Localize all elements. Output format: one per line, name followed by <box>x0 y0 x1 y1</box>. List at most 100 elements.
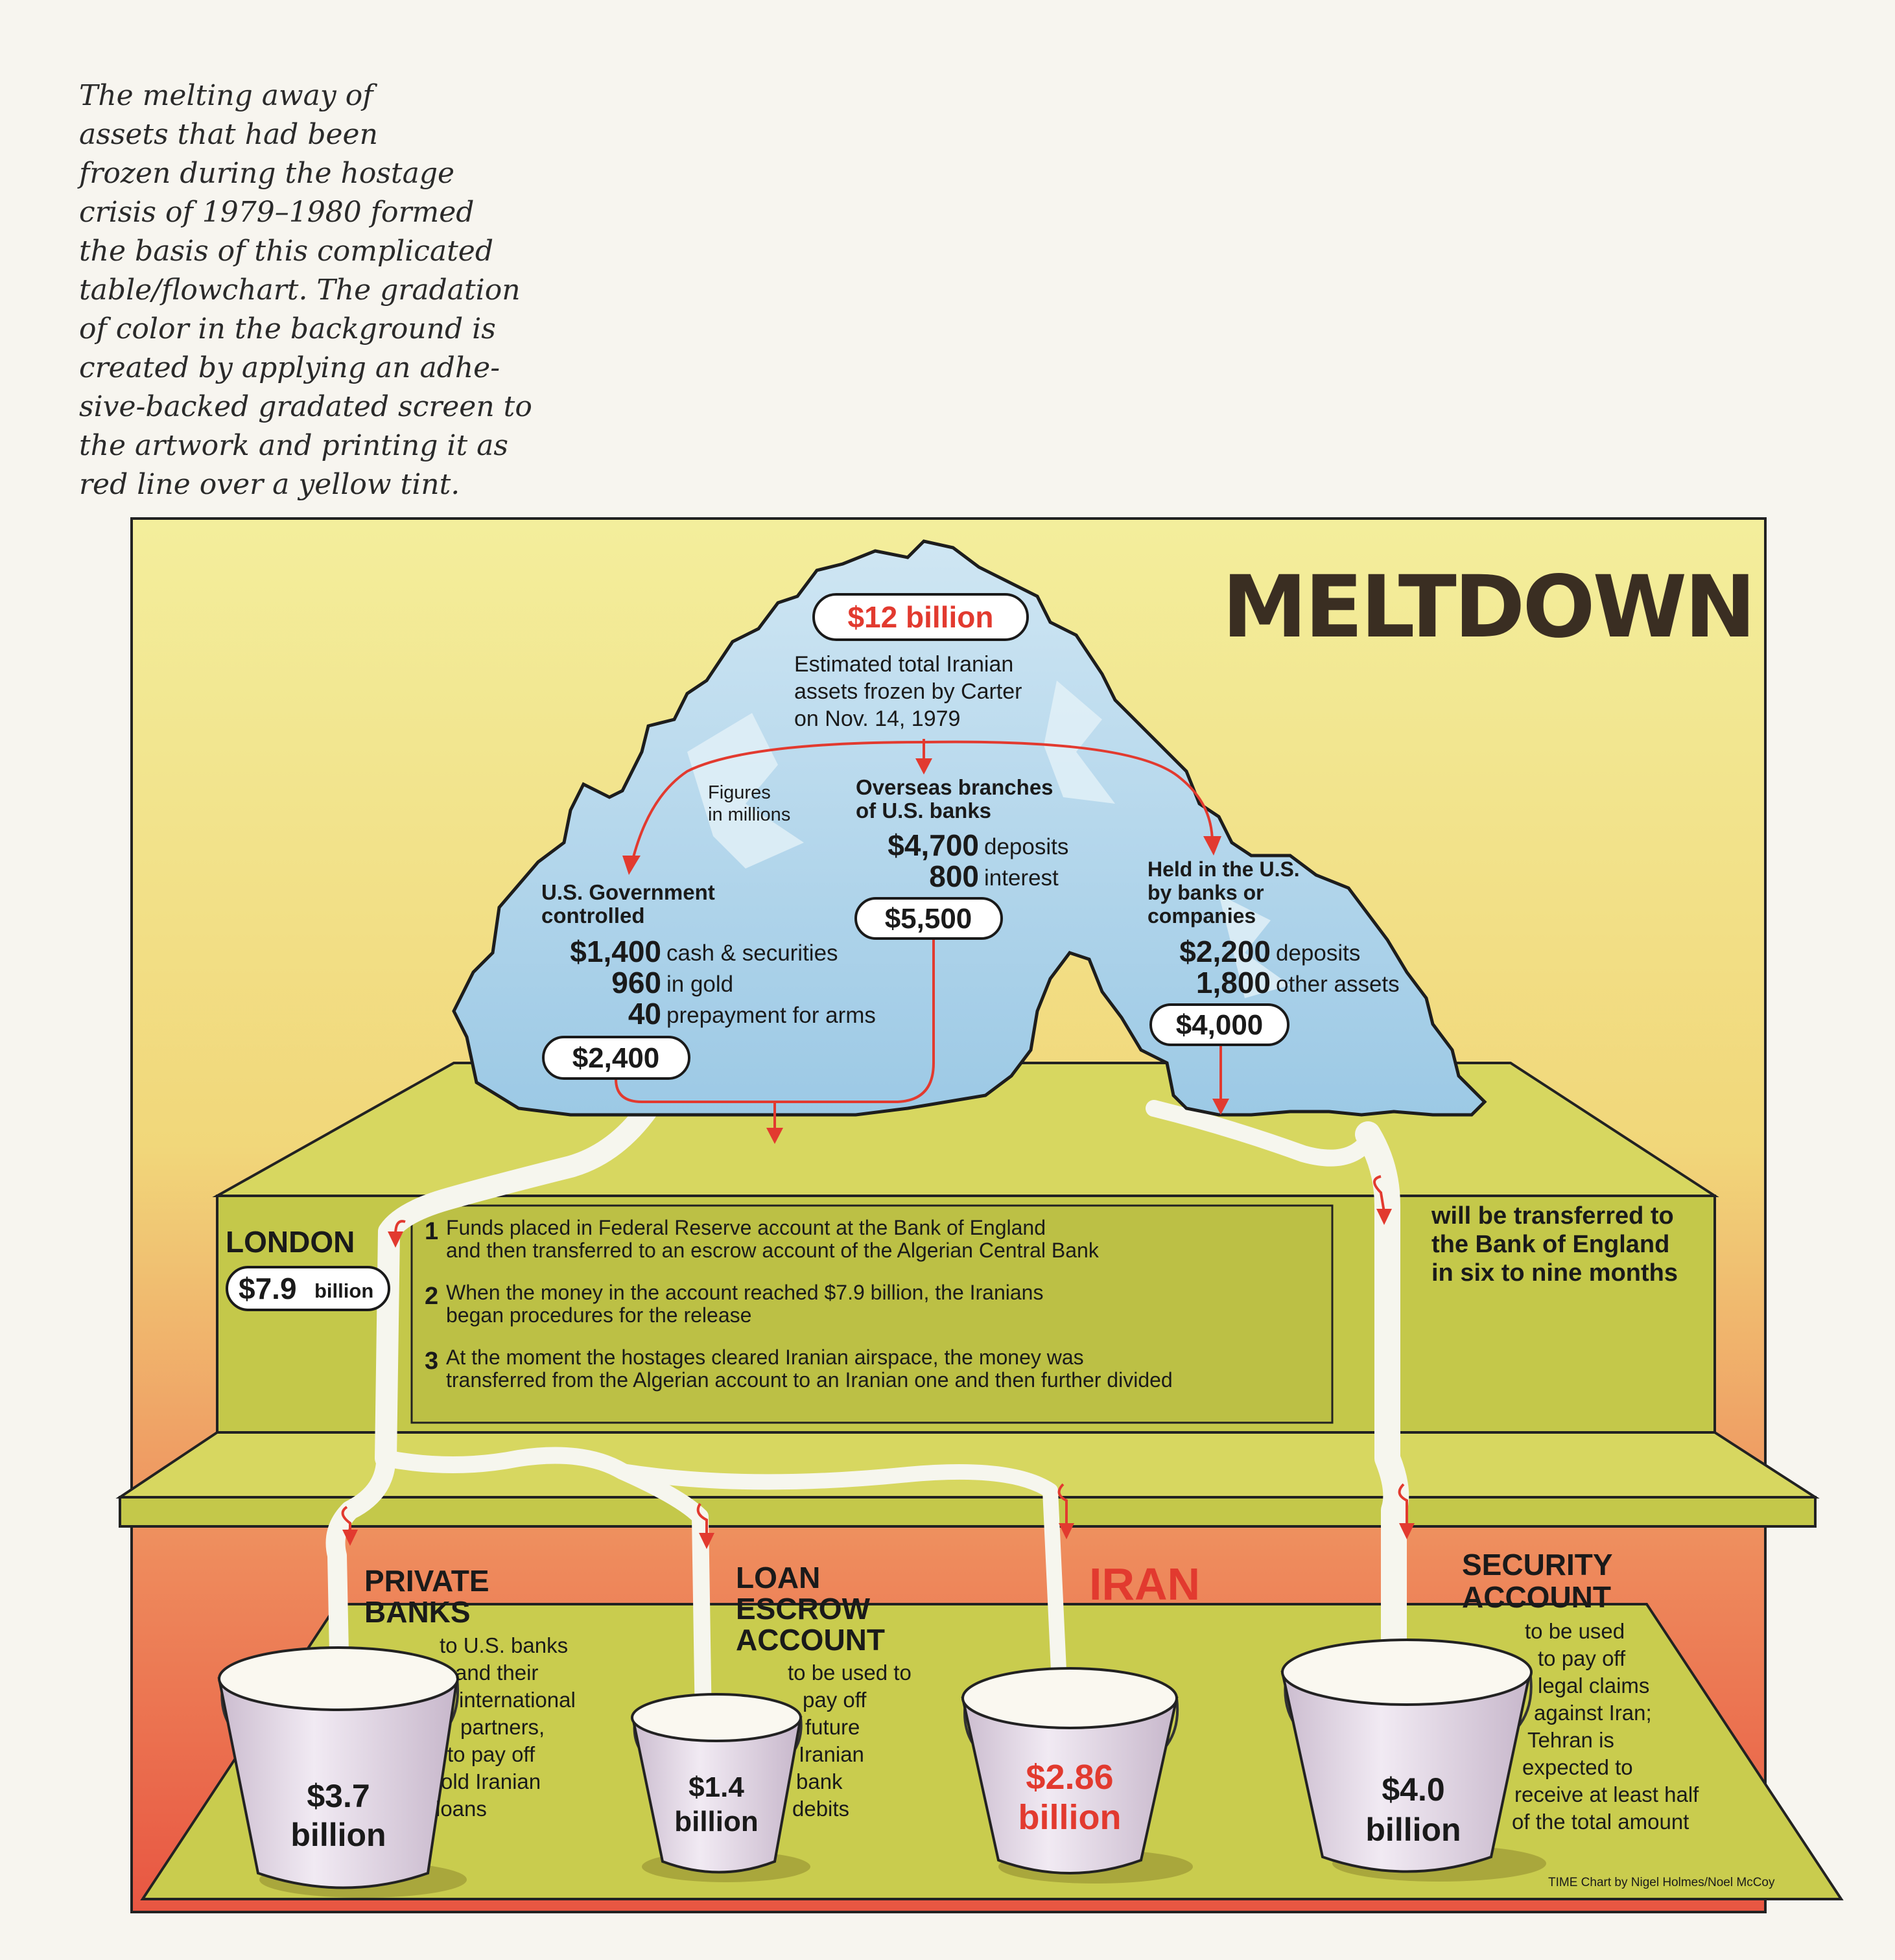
london-steps: 1 Funds placed in Federal Reserve accoun… <box>425 1216 1173 1392</box>
transfer-note-line: in six to nine months <box>1431 1259 1678 1287</box>
total-desc-line: Estimated total Iranian <box>794 652 1013 677</box>
chart-credit: TIME Chart by Nigel Holmes/Noel McCoy <box>1548 1876 1775 1889</box>
held-in-us-group: Held in the U.S. by banks or companies $… <box>1148 858 1400 999</box>
bucket-amount: $2.86 <box>1026 1758 1113 1797</box>
bucket-desc: old Iranian <box>441 1769 541 1793</box>
overseas-total-badge <box>854 897 1003 940</box>
chart-title: MELTDOWN <box>1222 557 1754 657</box>
bucket-desc: to U.S. banks <box>440 1633 568 1657</box>
units-note-line: in millions <box>708 804 790 825</box>
caption-line: assets that had been <box>79 118 378 151</box>
iceberg <box>452 539 1487 1117</box>
bucket-rim <box>631 1693 802 1742</box>
bucket-amount-unit: billion <box>1018 1798 1122 1837</box>
bucket-security-account: SECURITY ACCOUNT to be used to pay off l… <box>1280 1548 1699 1882</box>
caption-line: the basis of this complicated <box>79 235 494 268</box>
caption-line: sive-backed gradated screen to <box>79 390 532 423</box>
bucket-desc: to pay off <box>1538 1646 1626 1670</box>
step-line: transferred from the Algerian account to… <box>446 1368 1173 1392</box>
row-value: 960 <box>611 966 661 999</box>
bucket-desc: expected to <box>1522 1755 1633 1779</box>
row-value: $4,700 <box>888 828 979 862</box>
melt-water <box>325 1097 1409 1732</box>
bucket-body <box>1280 1671 1532 1873</box>
group-heading: by banks or <box>1148 881 1264 904</box>
iran-label: IRAN <box>1089 1559 1200 1609</box>
bucket-amount: $3.7 <box>307 1778 370 1814</box>
bucket-desc: to be used <box>1525 1619 1625 1643</box>
row-label: interest <box>984 865 1059 891</box>
units-note-line: Figures <box>708 782 771 803</box>
group-heading: controlled <box>541 904 645 928</box>
bucket-loan-escrow: LOAN ESCROW ACCOUNT to be used to pay of… <box>631 1561 912 1882</box>
total-desc-line: assets frozen by Carter <box>794 679 1022 704</box>
bucket-desc: and their <box>455 1661 538 1685</box>
row-value: $1,400 <box>570 935 661 968</box>
overseas-branches-group: Overseas branches of U.S. banks $4,700 d… <box>856 775 1068 893</box>
transfer-note-line: the Bank of England <box>1431 1231 1669 1258</box>
bucket-rim <box>218 1646 459 1711</box>
bucket-heading: SECURITY <box>1462 1548 1613 1581</box>
group-heading: Overseas branches <box>856 775 1053 799</box>
step-line: When the money in the account reached $7… <box>446 1281 1043 1304</box>
bucket-desc: to pay off <box>447 1742 536 1766</box>
arrow-heads <box>342 758 1415 1549</box>
bucket-body <box>961 1697 1179 1874</box>
group-heading: U.S. Government <box>541 880 715 904</box>
bucket-amount: $1.4 <box>689 1771 744 1803</box>
row-value: 800 <box>929 859 979 893</box>
row-value: $2,200 <box>1179 935 1271 968</box>
london-amount-unit: billion <box>314 1279 373 1302</box>
row-label: other assets <box>1276 972 1400 997</box>
bucket-desc: debits <box>792 1797 849 1821</box>
caption-line: crisis of 1979–1980 formed <box>79 196 475 229</box>
row-label: prepayment for arms <box>666 1003 876 1028</box>
gov-total-badge <box>542 1036 690 1080</box>
caption-line: created by applying an adhe- <box>79 351 500 384</box>
step-line: began procedures for the release <box>446 1303 751 1327</box>
total-desc-line: on Nov. 14, 1979 <box>794 706 960 731</box>
bucket-amount: $4.0 <box>1382 1771 1444 1808</box>
row-label: in gold <box>666 972 733 997</box>
bucket-desc: future <box>805 1715 860 1739</box>
london-amount-badge <box>226 1266 390 1311</box>
step-line: At the moment the hostages cleared Irani… <box>446 1346 1084 1369</box>
units-note: Figures in millions <box>708 782 790 825</box>
step-number: 1 <box>425 1218 438 1245</box>
group-heading: of U.S. banks <box>856 799 991 822</box>
gov-total: $2,400 <box>572 1042 660 1074</box>
bucket-amount-unit: billion <box>290 1817 386 1853</box>
transfer-note: will be transferred to the Bank of Engla… <box>1431 1202 1678 1287</box>
step-number: 3 <box>425 1348 438 1375</box>
bucket-desc: bank <box>796 1769 843 1793</box>
bucket-iran: $2.86 billion <box>961 1667 1193 1884</box>
row-label: deposits <box>1276 940 1360 966</box>
bucket-heading: ACCOUNT <box>736 1623 885 1657</box>
bucket-heading: ACCOUNT <box>1462 1580 1611 1614</box>
total-amount: $12 billion <box>848 600 994 634</box>
bucket-desc: against Iran; <box>1534 1701 1652 1725</box>
bucket-desc: pay off <box>803 1688 867 1712</box>
caption-line: frozen during the hostage <box>79 157 455 190</box>
caption-line: The melting away of <box>79 79 373 112</box>
caption-line: table/flowchart. The gradation <box>79 274 521 307</box>
overseas-total: $5,500 <box>885 903 972 935</box>
bucket-heading: ESCROW <box>736 1592 871 1626</box>
step-line: Funds placed in Federal Reserve account … <box>446 1216 1046 1239</box>
london-label: LONDON <box>226 1225 355 1259</box>
bucket-body <box>217 1677 459 1889</box>
london-amount: $7.9 <box>239 1272 297 1305</box>
step-line: and then transferred to an escrow accoun… <box>446 1239 1100 1262</box>
bucket-heading: BANKS <box>364 1595 471 1629</box>
bucket-heading: PRIVATE <box>364 1564 489 1598</box>
caption-line: of color in the background is <box>79 312 496 345</box>
bucket-desc: of the total amount <box>1512 1810 1689 1834</box>
bucket-heading: LOAN <box>736 1561 820 1594</box>
bucket-desc: Tehran is <box>1527 1728 1614 1752</box>
held-total: $4,000 <box>1176 1009 1264 1041</box>
step-number: 2 <box>425 1283 438 1310</box>
bucket-amount-unit: billion <box>674 1806 759 1838</box>
caption: The melting away of assets that had been… <box>79 76 585 504</box>
caption-line: the artwork and printing it as <box>79 429 508 462</box>
